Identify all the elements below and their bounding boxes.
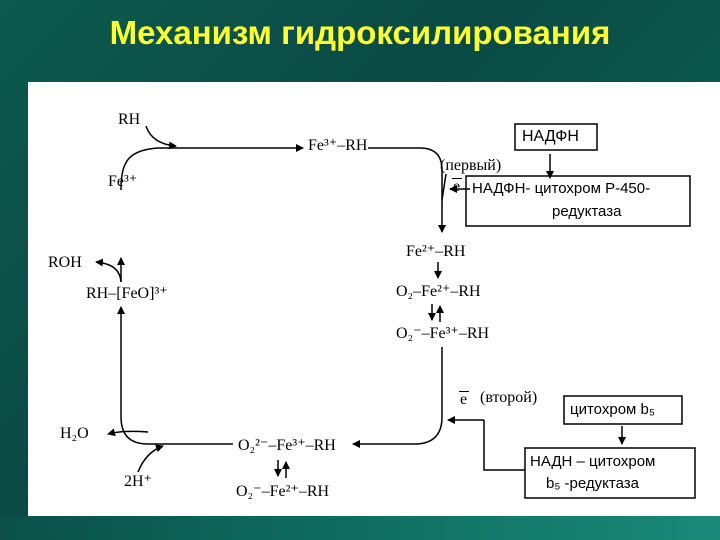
reductase2-line2: b₅ -редуктаза [546,475,639,492]
reductase1-line2: редуктаза [552,203,622,220]
electron2-overbar [459,391,469,392]
nadph-label: НАДФН [522,128,579,145]
bottom-decor-strip [0,516,720,540]
first-label: (первый) [440,157,502,174]
electron1-overbar [452,178,462,179]
reductase1-box [465,175,691,227]
second-label: (второй) [480,389,538,406]
reductase2-line1: НАДН – цитохром [530,453,656,470]
twoh-entry-arrow [137,444,164,473]
cycle-top-right [368,147,446,233]
nadph-box [514,123,598,151]
cycle-diagram [95,123,696,499]
cycle-top-arc [120,144,304,191]
o2-fe3-rh-bottom-label: O₂²⁻–Fe³⁺–RH [238,437,336,454]
rh-feo-label: RH–[FeO]³⁺ [86,285,168,302]
cycle-right-arc [352,347,443,448]
o2-fe2-rh-bottom-label: O₂⁻–Fe²⁺–RH [236,483,330,500]
reductase1-line1: НАДФН- цитохром Р-450- [472,180,651,197]
reductase2-box [524,447,696,499]
h2o-exit-arrow [107,428,149,437]
fe3-rh-top-label: Fe³⁺–RH [308,137,368,154]
first-connector [441,173,447,201]
diagram-panel: RH Fe³⁺ Fe³⁺–RH НАДФН (первый) e НАДФН- … [28,82,720,516]
b5-connector [483,420,525,471]
rh-entry-arrow [145,125,177,150]
electron2-label: e [460,391,468,408]
roh-label: ROH [48,254,82,271]
fe2-rh-label: Fe²⁺–RH [406,243,466,260]
cycle-bottom-arc [117,306,233,445]
slide-title: Механизм гидроксилирования [109,14,611,51]
rh-top-label: RH [118,111,141,128]
o2-fe2-rh-label: O₂–Fe²⁺–RH [396,283,481,300]
roh-exit-arrow [95,258,122,283]
twoh-label: 2H⁺ [124,473,152,490]
electron1-label: e [453,178,461,195]
cytochrome-b5-label: цитохром b₅ [570,401,655,418]
o2-fe3-rh-label: O₂⁻–Fe³⁺–RH [396,325,490,342]
h2o-label: H₂O [60,425,89,442]
cytochrome-b5-box [563,395,683,425]
fe3-left-label: Fe³⁺ [108,173,138,190]
